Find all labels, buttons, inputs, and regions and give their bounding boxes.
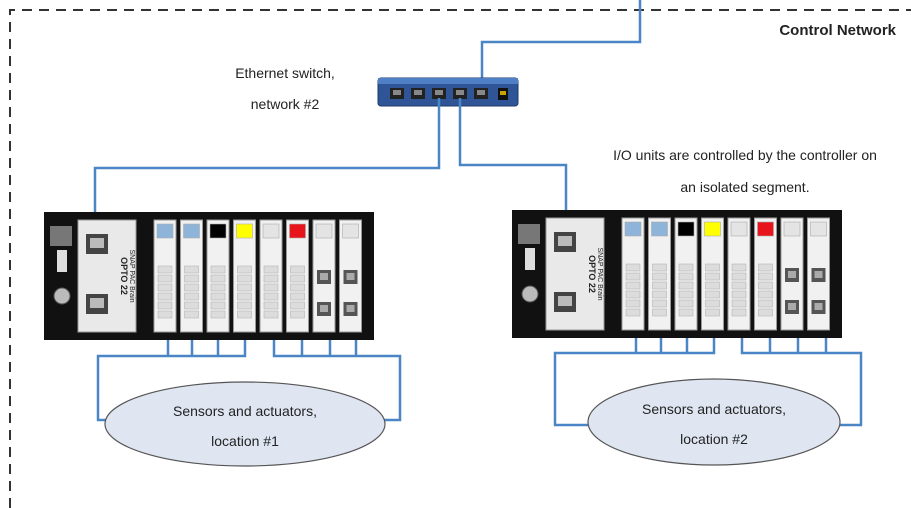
uplink-cable	[480, 0, 642, 88]
rack2-brain: OPTO 22 SNAP PAC Brain	[545, 217, 605, 331]
wiring-location2	[553, 338, 863, 427]
rack2-mount-screw-icon	[521, 285, 539, 303]
rack1-module-3	[206, 219, 230, 333]
rack1-module-indicator-5	[262, 223, 280, 239]
rack1-module-4	[233, 219, 256, 333]
rack1-brain-model: SNAP PAC Brain	[128, 249, 135, 302]
rack1-brain: OPTO 22 SNAP PAC Brain	[77, 219, 137, 333]
rack2-module-indicator-7	[783, 221, 801, 237]
rack2-module-indicator-2	[651, 221, 668, 237]
rack1-mount-screw-icon	[53, 287, 71, 305]
rack1-module-indicator-3	[209, 223, 227, 239]
switch-port-2-icon	[411, 88, 425, 99]
rack1-module-indicator-7	[315, 223, 333, 239]
rack2-switch-icon	[525, 248, 535, 270]
rack2-module-indicator-4	[704, 221, 721, 237]
rack1-module-2	[180, 219, 203, 333]
rack2-module-5	[727, 217, 751, 331]
rack1-module-1	[153, 219, 177, 333]
rack2-module-indicator-5	[730, 221, 748, 237]
rack2-module-1	[621, 217, 645, 331]
location1-ellipse	[104, 381, 386, 467]
rack1-module-indicator-2	[183, 223, 200, 239]
cable-to-rack1	[93, 98, 441, 237]
location2-line1: Sensors and actuators,	[642, 401, 786, 417]
network-label: Control Network	[779, 22, 896, 39]
rack2-module-4	[701, 217, 724, 331]
rack2-brain-model: SNAP PAC Brain	[596, 247, 603, 300]
rack1-switch-icon	[57, 250, 67, 272]
io-note-line1: I/O units are controlled by the controll…	[613, 147, 877, 163]
wiring-location1	[96, 340, 402, 422]
rack2-module-indicator-8	[810, 221, 827, 237]
switch-label-line1: Ethernet switch,	[235, 65, 335, 81]
location2-ellipse	[587, 378, 841, 466]
ethernet-switch	[377, 77, 519, 107]
rack2-module-3	[674, 217, 698, 331]
rack1-module-7	[312, 219, 336, 333]
rack1-module-5	[259, 219, 283, 333]
rack1-brain-brand: OPTO 22	[119, 257, 129, 295]
rack1-module-6	[286, 219, 309, 333]
rack2-module-indicator-3	[677, 221, 695, 237]
rack2-module-group	[621, 217, 830, 331]
rack2-module-6	[754, 217, 777, 331]
switch-label-line2: network #2	[251, 96, 320, 112]
rack2-module-8	[807, 217, 830, 331]
rack2-brain-brand: OPTO 22	[587, 255, 597, 293]
io-note-line2: an isolated segment.	[680, 179, 809, 195]
rack1-module-indicator-8	[342, 223, 359, 239]
network-boundary	[9, 9, 911, 508]
switch-port-4-icon	[453, 88, 467, 99]
switch-port-1-icon	[390, 88, 404, 99]
rack2-module-7	[780, 217, 804, 331]
location2-line2: location #2	[680, 431, 748, 447]
rack2-module-indicator-6	[757, 221, 774, 237]
rack1-module-indicator-1	[156, 223, 174, 239]
rack1-module-8	[339, 219, 362, 333]
rack2-module-indicator-1	[624, 221, 642, 237]
cable-to-rack2	[458, 98, 568, 237]
location1-line2: location #1	[211, 433, 279, 449]
switch-port-5-icon	[474, 88, 488, 99]
rack1-module-indicator-4	[236, 223, 253, 239]
location1-line1: Sensors and actuators,	[173, 403, 317, 419]
switch-port-3-icon	[432, 88, 446, 99]
rack2-module-2	[648, 217, 671, 331]
rack1-module-group	[153, 219, 362, 333]
rack1-module-indicator-6	[289, 223, 306, 239]
